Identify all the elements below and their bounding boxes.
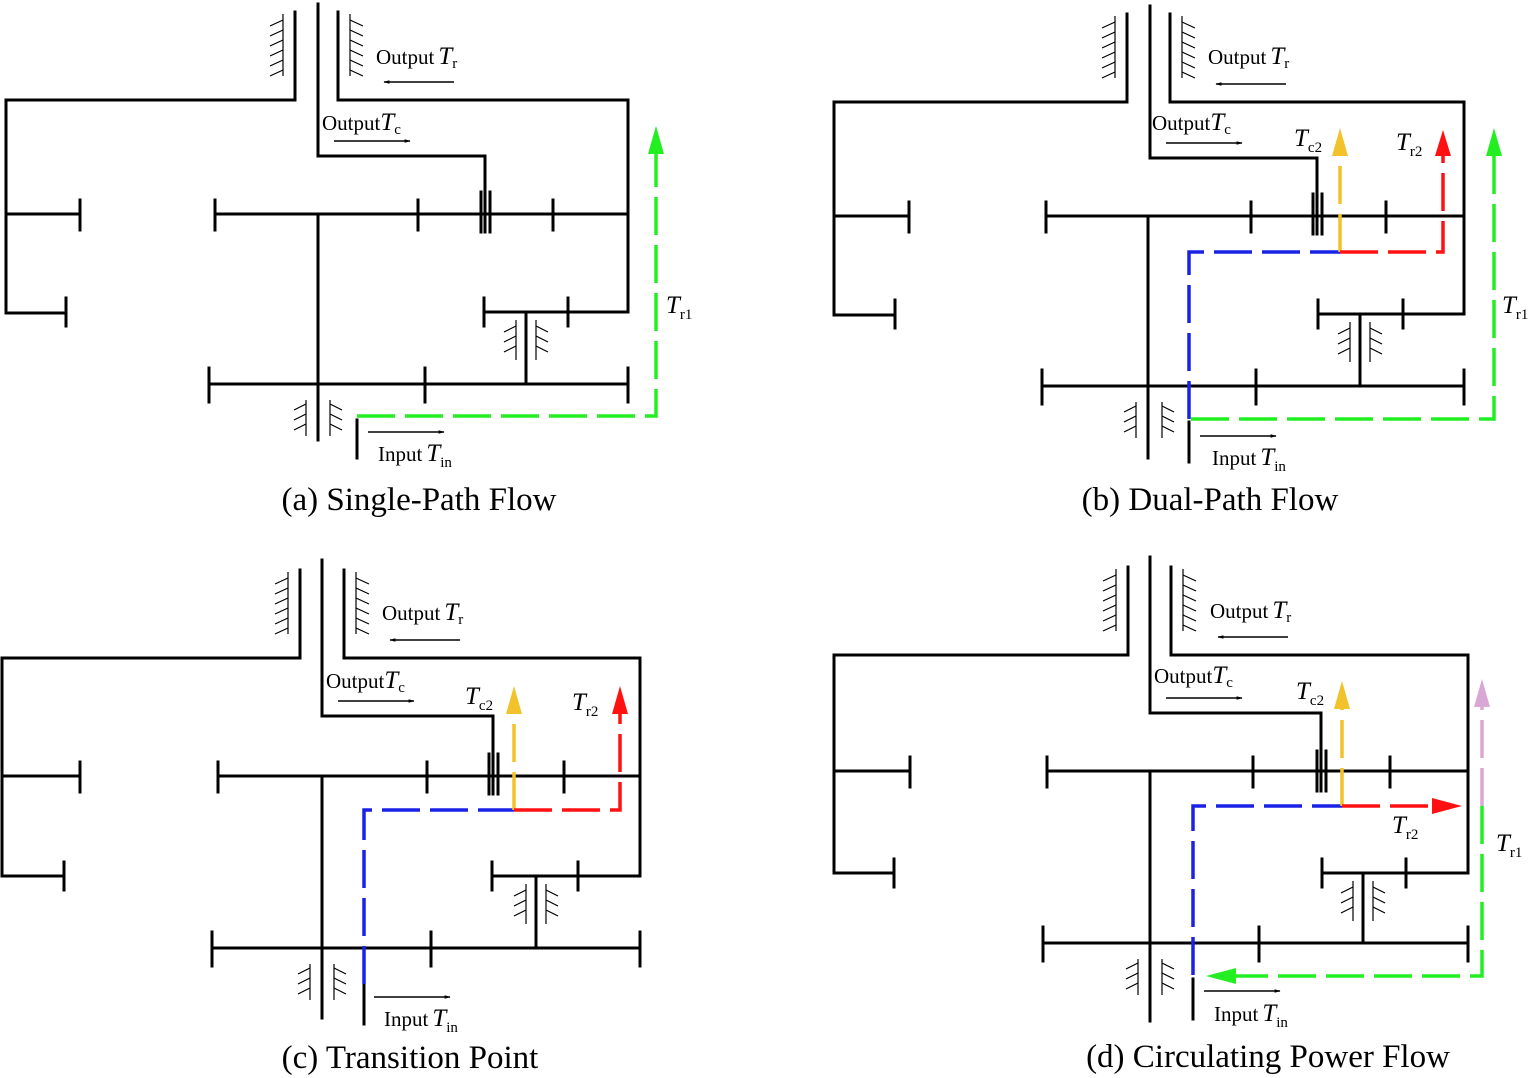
flow-path-green [357,140,658,418]
caption-d: (d) Circulating Power Flow [1086,1039,1450,1075]
ground-hatch [1101,16,1383,438]
arrow-head-red [1432,798,1462,814]
label-output-tc: OutputTc [1154,662,1233,691]
flow-path-blue [1187,250,1340,419]
arrow-head-green [648,126,664,154]
label-tr1: Tr1 [1502,292,1528,323]
label-output-tr: Output Tr [376,43,457,72]
label-output-tr: Output Tr [382,599,463,628]
ground-hatch [1102,569,1386,995]
arrow-head-yellow [506,686,522,714]
label-tr1: Tr1 [666,292,692,323]
gear-structure [0,558,642,1026]
label-input-tin: Input Tin [1212,444,1286,475]
ground-hatch [274,572,559,1000]
arrow-head-green [1206,968,1236,984]
panel-a: Output Tr OutputTc Input Tin Tr1 (a) Sin… [4,2,692,518]
label-input-tin: Input Tin [1214,1000,1288,1031]
flow-path-blue [362,808,514,984]
power-flow-paths [1187,128,1502,421]
gear-structure [832,555,1470,1023]
caption-a: (a) Single-Path Flow [282,482,557,518]
torque-arrows [338,638,460,999]
power-flow-paths [362,686,628,984]
power-flow-paths [357,126,664,418]
label-tc2: Tc2 [1294,125,1322,156]
label-output-tr: Output Tr [1210,597,1291,626]
flow-path-green [1191,142,1496,421]
label-output-tr: Output Tr [1208,43,1289,72]
arrow-head-red [1435,130,1451,156]
power-flow-paths [1191,679,1490,984]
label-output-tc: OutputTc [322,109,401,138]
gear-structure [4,2,630,460]
label-tr2: Tr2 [572,689,598,720]
arrow-head-green [1486,128,1502,156]
flow-path-green [1232,806,1484,978]
panel-c: Output Tr OutputTc Input Tin Tc2 Tr2 (c)… [0,558,642,1076]
torque-arrows [1166,82,1286,438]
caption-b: (b) Dual-Path Flow [1082,482,1339,518]
label-tc2: Tc2 [1296,678,1324,709]
label-output-tc: OutputTc [326,667,405,696]
label-tr2: Tr2 [1396,129,1422,160]
label-tc2: Tc2 [465,683,493,714]
arrow-head-pink [1474,679,1490,707]
label-tr2: Tr2 [1392,812,1418,843]
caption-c: (c) Transition Point [282,1040,539,1076]
panel-d: Output Tr OutputTc Input Tin Tc2 Tr2 Tr1… [832,555,1522,1075]
torque-arrows [334,80,454,434]
arrow-head-red [612,686,628,714]
arrow-head-yellow [1332,128,1348,156]
panel-b: Output Tr OutputTc Input Tin Tc2 Tr2 Tr1… [832,4,1528,518]
ground-hatch [269,14,549,436]
flow-path-red [1340,148,1445,254]
flow-path-red [514,706,622,812]
label-tr1: Tr1 [1496,830,1522,861]
label-input-tin: Input Tin [384,1005,458,1036]
label-output-tc: OutputTc [1152,109,1231,138]
label-input-tin: Input Tin [378,440,452,471]
torque-arrows [1166,635,1288,993]
arrow-head-yellow [1334,681,1350,709]
flow-path-blue [1191,804,1342,975]
gear-structure [832,4,1466,464]
